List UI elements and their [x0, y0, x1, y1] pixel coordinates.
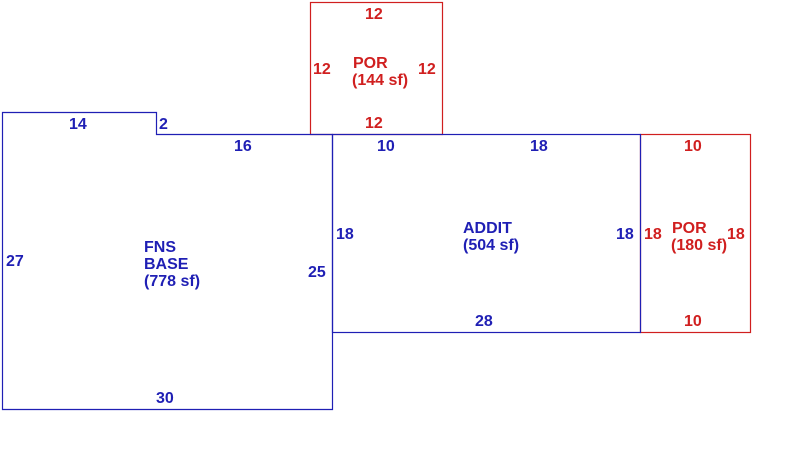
fns-base-label-line2: BASE [144, 256, 189, 273]
fns-base-dim-bottom: 30 [156, 390, 174, 407]
fns-base-dim-notch: 2 [159, 116, 168, 133]
addit-dim-right: 18 [616, 226, 634, 243]
porch-top-dim-top: 12 [365, 6, 383, 23]
addit-dim-top-left: 10 [377, 138, 395, 155]
addit-dim-left: 18 [336, 226, 354, 243]
porch-right-label: POR [672, 220, 707, 237]
fns-base-label-line1: FNS [144, 239, 176, 256]
addit-dim-bottom: 28 [475, 313, 493, 330]
porch-top-dim-bottom: 12 [365, 115, 383, 132]
fns-base-dim-top-right: 16 [234, 138, 252, 155]
porch-top-dim-right: 12 [418, 61, 436, 78]
addit-label: ADDIT [463, 220, 512, 237]
porch-right-area: POR (180 sf) 10 18 18 10 [639, 133, 752, 334]
fns-base-area: FNS BASE (778 sf) 14 2 16 27 25 30 [1, 111, 334, 411]
porch-top-label: POR [353, 55, 388, 72]
porch-top-area-value: (144 sf) [352, 72, 408, 89]
addit-area: ADDIT (504 sf) 10 18 18 18 28 [331, 133, 642, 334]
porch-right-dim-top: 10 [684, 138, 702, 155]
porch-top-area: POR (144 sf) 12 12 12 12 [309, 1, 444, 136]
fns-base-dim-top-left: 14 [69, 116, 87, 133]
fns-base-dim-right: 25 [308, 264, 326, 281]
addit-outline [331, 133, 642, 334]
porch-right-dim-left: 18 [644, 226, 662, 243]
porch-right-area-value: (180 sf) [671, 237, 727, 254]
fns-base-dim-left: 27 [6, 253, 24, 270]
porch-right-dim-bottom: 10 [684, 313, 702, 330]
porch-right-dim-right: 18 [727, 226, 745, 243]
addit-dim-top-right: 18 [530, 138, 548, 155]
fns-base-area-value: (778 sf) [144, 273, 200, 290]
porch-top-dim-left: 12 [313, 61, 331, 78]
addit-area-value: (504 sf) [463, 237, 519, 254]
